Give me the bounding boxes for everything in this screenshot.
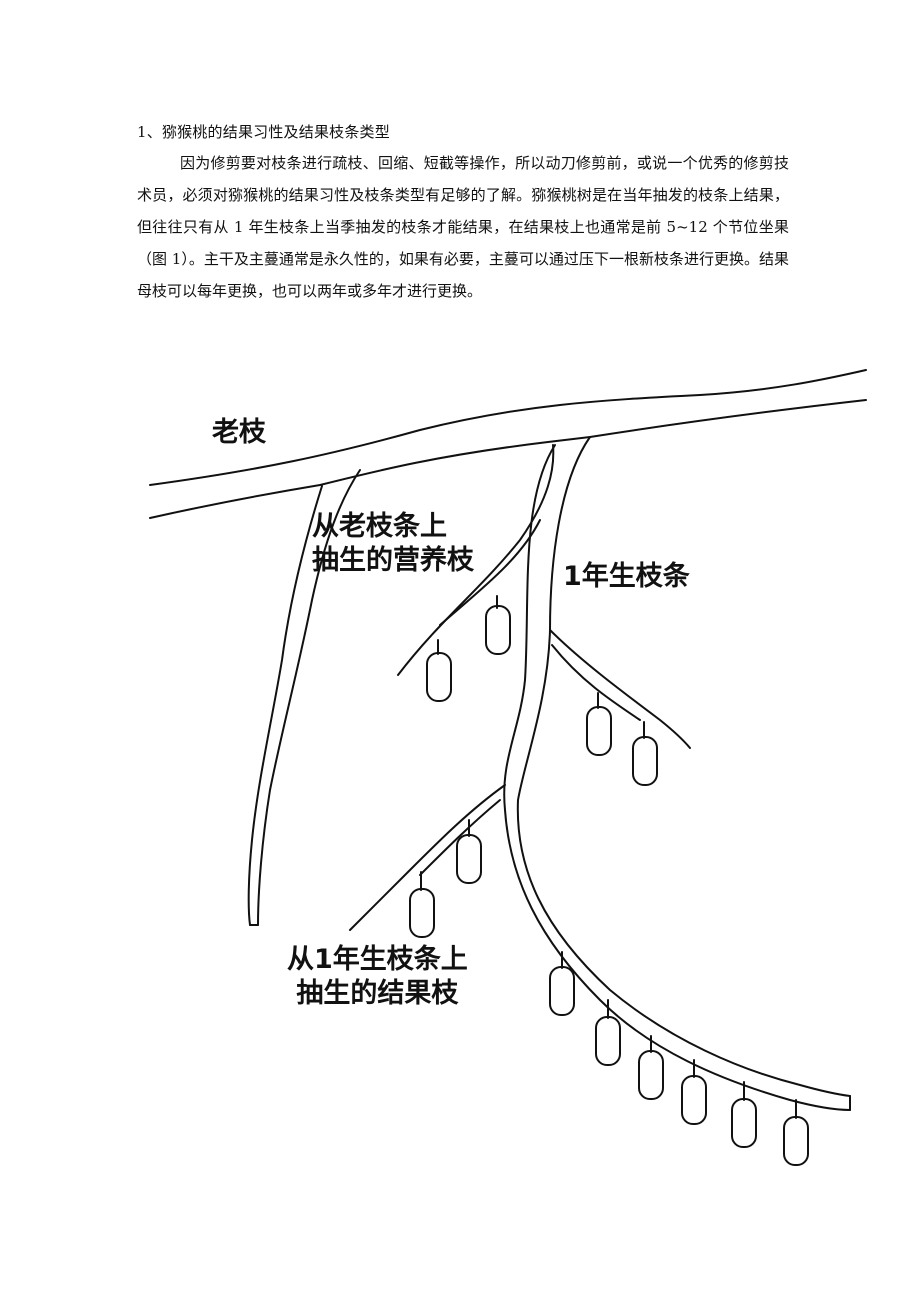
right-twig-edge-b: [551, 644, 641, 721]
body-paragraph: 因为修剪要对枝条进行疏枝、回缩、短截等操作，所以动刀修剪前，或说一个优秀的修剪技…: [137, 154, 789, 300]
fruiting-shoot-edge-a: [349, 784, 506, 931]
label-one-year-cane: 1年生枝条: [563, 561, 690, 592]
vegetative-shoot-right-edge: [257, 469, 361, 926]
old-branch-upper-edge: [149, 369, 867, 486]
one-year-cane-right-edge: [516, 436, 851, 1097]
vegetative-shoot-left-edge: [247, 485, 323, 926]
label-fruiting-shoot: 从1年生枝条上 抽生的结果枝: [287, 943, 468, 1011]
fruiting-shoot-edge-b: [419, 799, 501, 876]
upper-twig-edge-a: [397, 444, 555, 676]
label-vegetative-shoot: 从老枝条上 抽生的营养枝: [312, 510, 474, 578]
label-old-branch: 老枝: [212, 417, 266, 448]
old-branch-lower-edge: [149, 399, 867, 519]
label-fruiting-line2: 抽生的结果枝: [296, 978, 459, 1009]
fruit-group: [409, 595, 809, 1166]
section-heading: 1、猕猴桃的结果习性及结果枝条类型: [137, 123, 390, 141]
label-vegetative-line1: 从老枝条上: [312, 511, 447, 542]
upper-twig-edge-b: [439, 519, 541, 626]
one-year-cane-left-edge: [503, 444, 851, 1111]
label-fruiting-line1: 从1年生枝条上: [287, 944, 468, 975]
label-vegetative-line2: 抽生的营养枝: [312, 545, 474, 576]
right-twig-edge-a: [549, 629, 691, 749]
